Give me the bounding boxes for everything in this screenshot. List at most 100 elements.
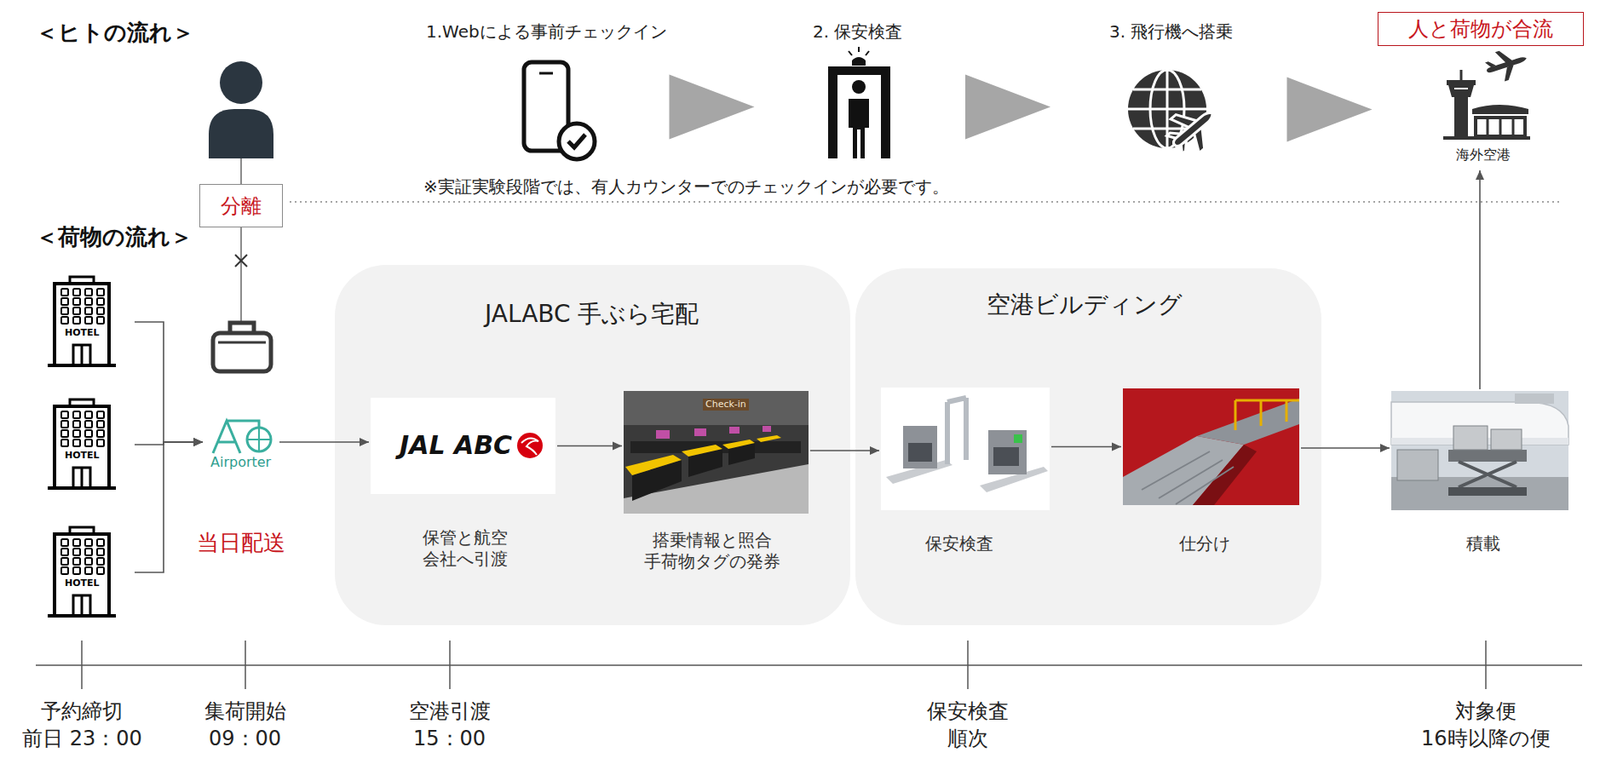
- hotel-icon: [73, 539, 81, 547]
- text-holder: 前日 23：00: [22, 725, 143, 752]
- text-holder: ＜ヒトの流れ＞: [35, 18, 195, 47]
- hotel-icon: [85, 411, 93, 419]
- security-gate-icon: [857, 46, 860, 52]
- section-heading: ＜荷物の流れ＞: [35, 223, 193, 252]
- separation-line: [235, 254, 248, 267]
- hotel-icon: [97, 316, 104, 324]
- security-gate-icon: [828, 66, 838, 159]
- text-holder: 16時以降の便: [1421, 725, 1551, 752]
- hotel-icon: [85, 548, 93, 556]
- connector-line: [557, 445, 622, 448]
- phone-icon: [558, 123, 595, 160]
- hotel-icon: [73, 595, 91, 616]
- connector-line: [810, 449, 880, 452]
- hotel-icon: [97, 539, 104, 547]
- hotel-icon: [97, 298, 104, 306]
- arrow-head: [193, 437, 203, 447]
- connector-line: [1479, 170, 1481, 390]
- node-text: JALABC 手ぶら宅配: [484, 299, 699, 329]
- arrow-head: [193, 437, 203, 447]
- hotel-icon: [73, 567, 81, 575]
- text-holder: Airporter: [210, 454, 271, 472]
- hotel-icon: [61, 316, 69, 324]
- node-text: 仕分け: [1179, 533, 1231, 555]
- hotel-icon: [73, 420, 81, 428]
- sorting-photo: [1197, 398, 1300, 445]
- security-scanner-photo: [988, 430, 1027, 475]
- connector: [134, 437, 203, 573]
- timeline: [80, 640, 83, 690]
- checkin-counter-photo: [756, 435, 782, 443]
- flow-arrow: [965, 74, 1051, 140]
- hotel-icon: [73, 430, 81, 438]
- node-text: 保管と航空 会社へ引渡: [417, 527, 513, 570]
- security-scanner-photo: [908, 443, 933, 462]
- loading-photo: [1448, 487, 1527, 496]
- node-text: 人と荷物が合流: [1408, 16, 1554, 42]
- hotel-icon: [61, 420, 69, 428]
- hotel-icon: [73, 548, 81, 556]
- section-heading: ＜ヒトの流れ＞: [35, 18, 195, 47]
- hotel-icon: [47, 614, 116, 618]
- hotel-icon: [85, 430, 93, 438]
- connector: [134, 322, 203, 447]
- hotel-icon: [97, 307, 104, 315]
- text-holder: 搭乗情報と照合 手荷物タグの発券: [638, 529, 786, 573]
- text-holder: 予約締切: [40, 698, 123, 725]
- hotel-icon: [85, 567, 93, 575]
- hotel-icon: [97, 548, 104, 556]
- hotel-icon: [85, 558, 93, 565]
- note-text: ※実証実験段階では、有人カウンターでのチェックインが必要です。: [423, 176, 950, 198]
- text-holder: 保管と航空 会社へ引渡: [417, 527, 513, 570]
- connector: [1475, 170, 1485, 390]
- hotel-icon: [97, 567, 104, 575]
- globe-plane-icon: [1160, 96, 1227, 162]
- text-holder: 対象便: [1455, 698, 1517, 725]
- loading-photo: [1458, 461, 1517, 488]
- text-holder: ＜荷物の流れ＞: [35, 223, 193, 252]
- node-text: 分離: [220, 193, 262, 219]
- person-icon: [219, 61, 263, 104]
- merge-box: 人と荷物が合流: [1377, 11, 1584, 47]
- node-text: 3. 飛行機へ搭乗: [1109, 21, 1233, 43]
- text-holder: 09：00: [208, 725, 282, 752]
- hotel-icon: [61, 567, 69, 575]
- timeline-time: 09：00: [208, 725, 282, 752]
- node-text: HOTEL: [63, 449, 101, 462]
- text-holder: JAL ABC: [399, 429, 513, 462]
- hotel-icon: [54, 283, 110, 366]
- text-holder: 積載: [1466, 533, 1501, 555]
- security-gate-icon: [828, 46, 891, 159]
- timeline: [448, 640, 451, 690]
- checkin-counter-photo: [722, 439, 755, 449]
- checkin-counter-photo: [694, 428, 707, 437]
- security-gate-icon: [880, 66, 891, 159]
- separation-line: [240, 227, 242, 323]
- connector-line: [279, 441, 369, 444]
- text-holder: 15：00: [413, 725, 486, 752]
- airport-icon: [1446, 80, 1476, 86]
- timeline-time: 順次: [947, 725, 989, 752]
- checkin-counter-photo: [656, 430, 670, 439]
- airport-icon: [1475, 117, 1526, 137]
- connector-line: [1300, 447, 1390, 449]
- text-holder: JALABC 手ぶら宅配: [484, 299, 699, 329]
- hotel-icon: [61, 411, 104, 447]
- node-text: HOTEL: [63, 577, 101, 590]
- security-gate-icon: [848, 98, 870, 159]
- node-text: HOTEL: [63, 327, 101, 340]
- loading-photo: [1453, 425, 1488, 450]
- hotel-icon: [61, 288, 104, 324]
- hotel-icon: [61, 558, 69, 565]
- separation-line: [240, 158, 242, 185]
- airport-icon: [1443, 43, 1531, 140]
- timeline: [244, 640, 247, 690]
- phone-icon: [539, 72, 553, 75]
- jal-crane-logo: [517, 432, 543, 459]
- hotel-icon: [47, 399, 116, 489]
- hotel-icon: [85, 439, 93, 447]
- hotel-icon: [85, 307, 93, 315]
- airport-icon: [1487, 117, 1514, 137]
- node-text: JAL ABC: [399, 429, 513, 462]
- text-holder: 空港ビルディング: [986, 289, 1183, 320]
